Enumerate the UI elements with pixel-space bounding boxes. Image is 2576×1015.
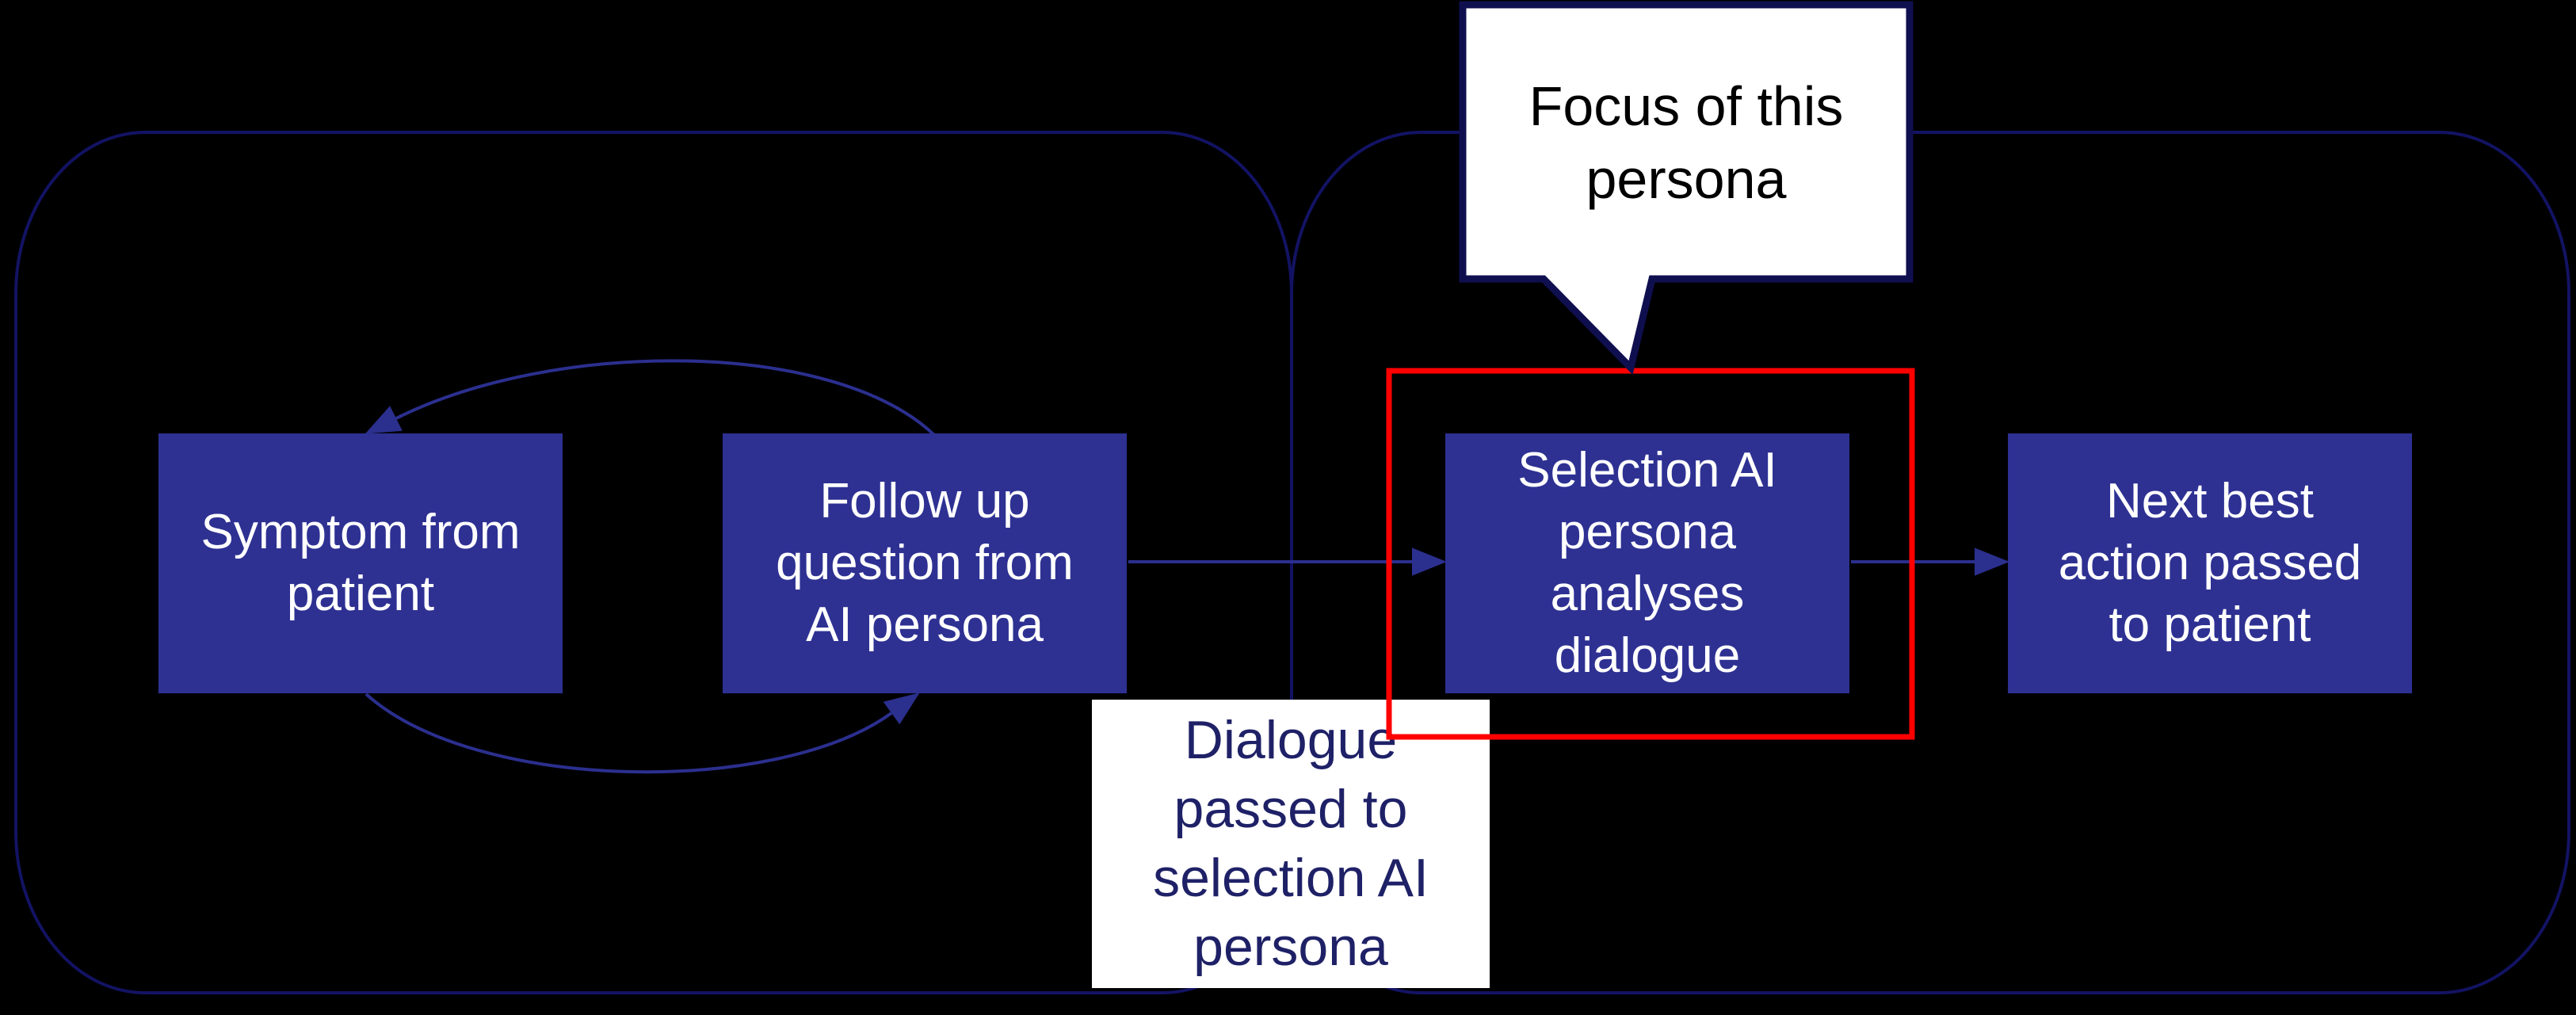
flow-box-followup-label: Follow up question from AI persona xyxy=(776,473,1074,653)
callout-label: Focus of this persona xyxy=(1528,74,1844,210)
flow-box-selection-label: Selection AI persona analyses dialogue xyxy=(1517,442,1777,684)
flow-box-nextbest: Next best action passed to patient xyxy=(2008,433,2412,693)
note-box-label: Dialogue passed to selection AI persona xyxy=(1153,709,1429,978)
flow-box-selection: Selection AI persona analyses dialogue xyxy=(1445,433,1849,693)
flow-box-symptom: Symptom from patient xyxy=(158,433,563,693)
flow-box-nextbest-label: Next best action passed to patient xyxy=(2058,473,2362,653)
flow-box-symptom-label: Symptom from patient xyxy=(200,504,521,621)
note-box: Dialogue passed to selection AI persona xyxy=(1092,700,1490,988)
callout: Focus of this persona xyxy=(1463,8,1910,277)
flow-box-followup: Follow up question from AI persona xyxy=(723,433,1127,693)
